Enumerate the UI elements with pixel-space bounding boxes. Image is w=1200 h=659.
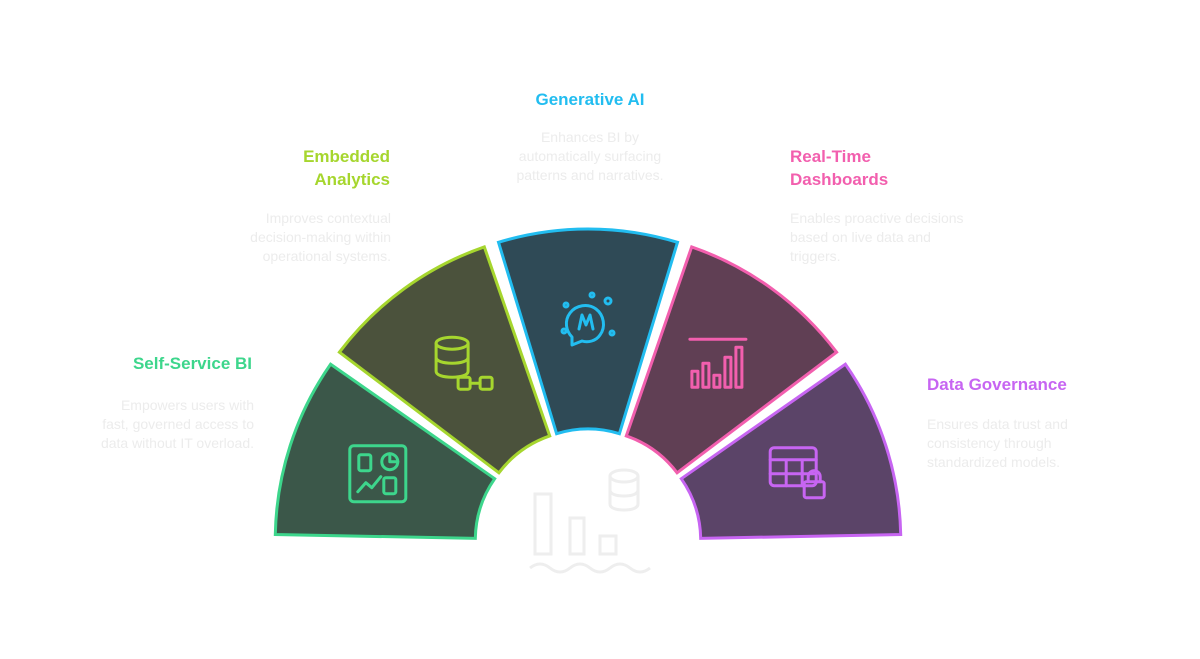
generative-ai-title: Generative AI	[535, 90, 645, 109]
real-time-dashboards-title: Real-Time Dashboards	[790, 147, 889, 189]
real-time-dashboards-description: Enables proactive decisions based on liv…	[790, 210, 964, 264]
segment-data-governance	[679, 362, 903, 540]
self-service-bi-description: Empowers users with fast, governed acces…	[100, 397, 254, 451]
segment-embedded-analytics	[337, 244, 552, 475]
embedded-analytics-title: Embedded Analytics	[303, 147, 390, 189]
embedded-analytics-description: Improves contextual decision-making with…	[250, 210, 391, 264]
data-governance-description: Ensures data trust and consistency throu…	[927, 416, 1068, 470]
bar-chart-icon	[688, 337, 748, 389]
generative-ai-description: Enhances BI by automatically surfacing p…	[516, 129, 664, 183]
data-governance-title: Data Governance	[927, 375, 1067, 394]
database-connection-icon	[434, 335, 494, 391]
segment-generative-ai	[496, 227, 680, 436]
center-analytics-icon	[529, 468, 651, 574]
ai-bubble-icon	[560, 291, 616, 347]
dashboard-icon	[348, 444, 408, 504]
self-service-bi-title: Self-Service BI	[132, 354, 252, 373]
table-lock-icon	[768, 446, 826, 500]
segment-self-service-bi	[273, 362, 497, 540]
